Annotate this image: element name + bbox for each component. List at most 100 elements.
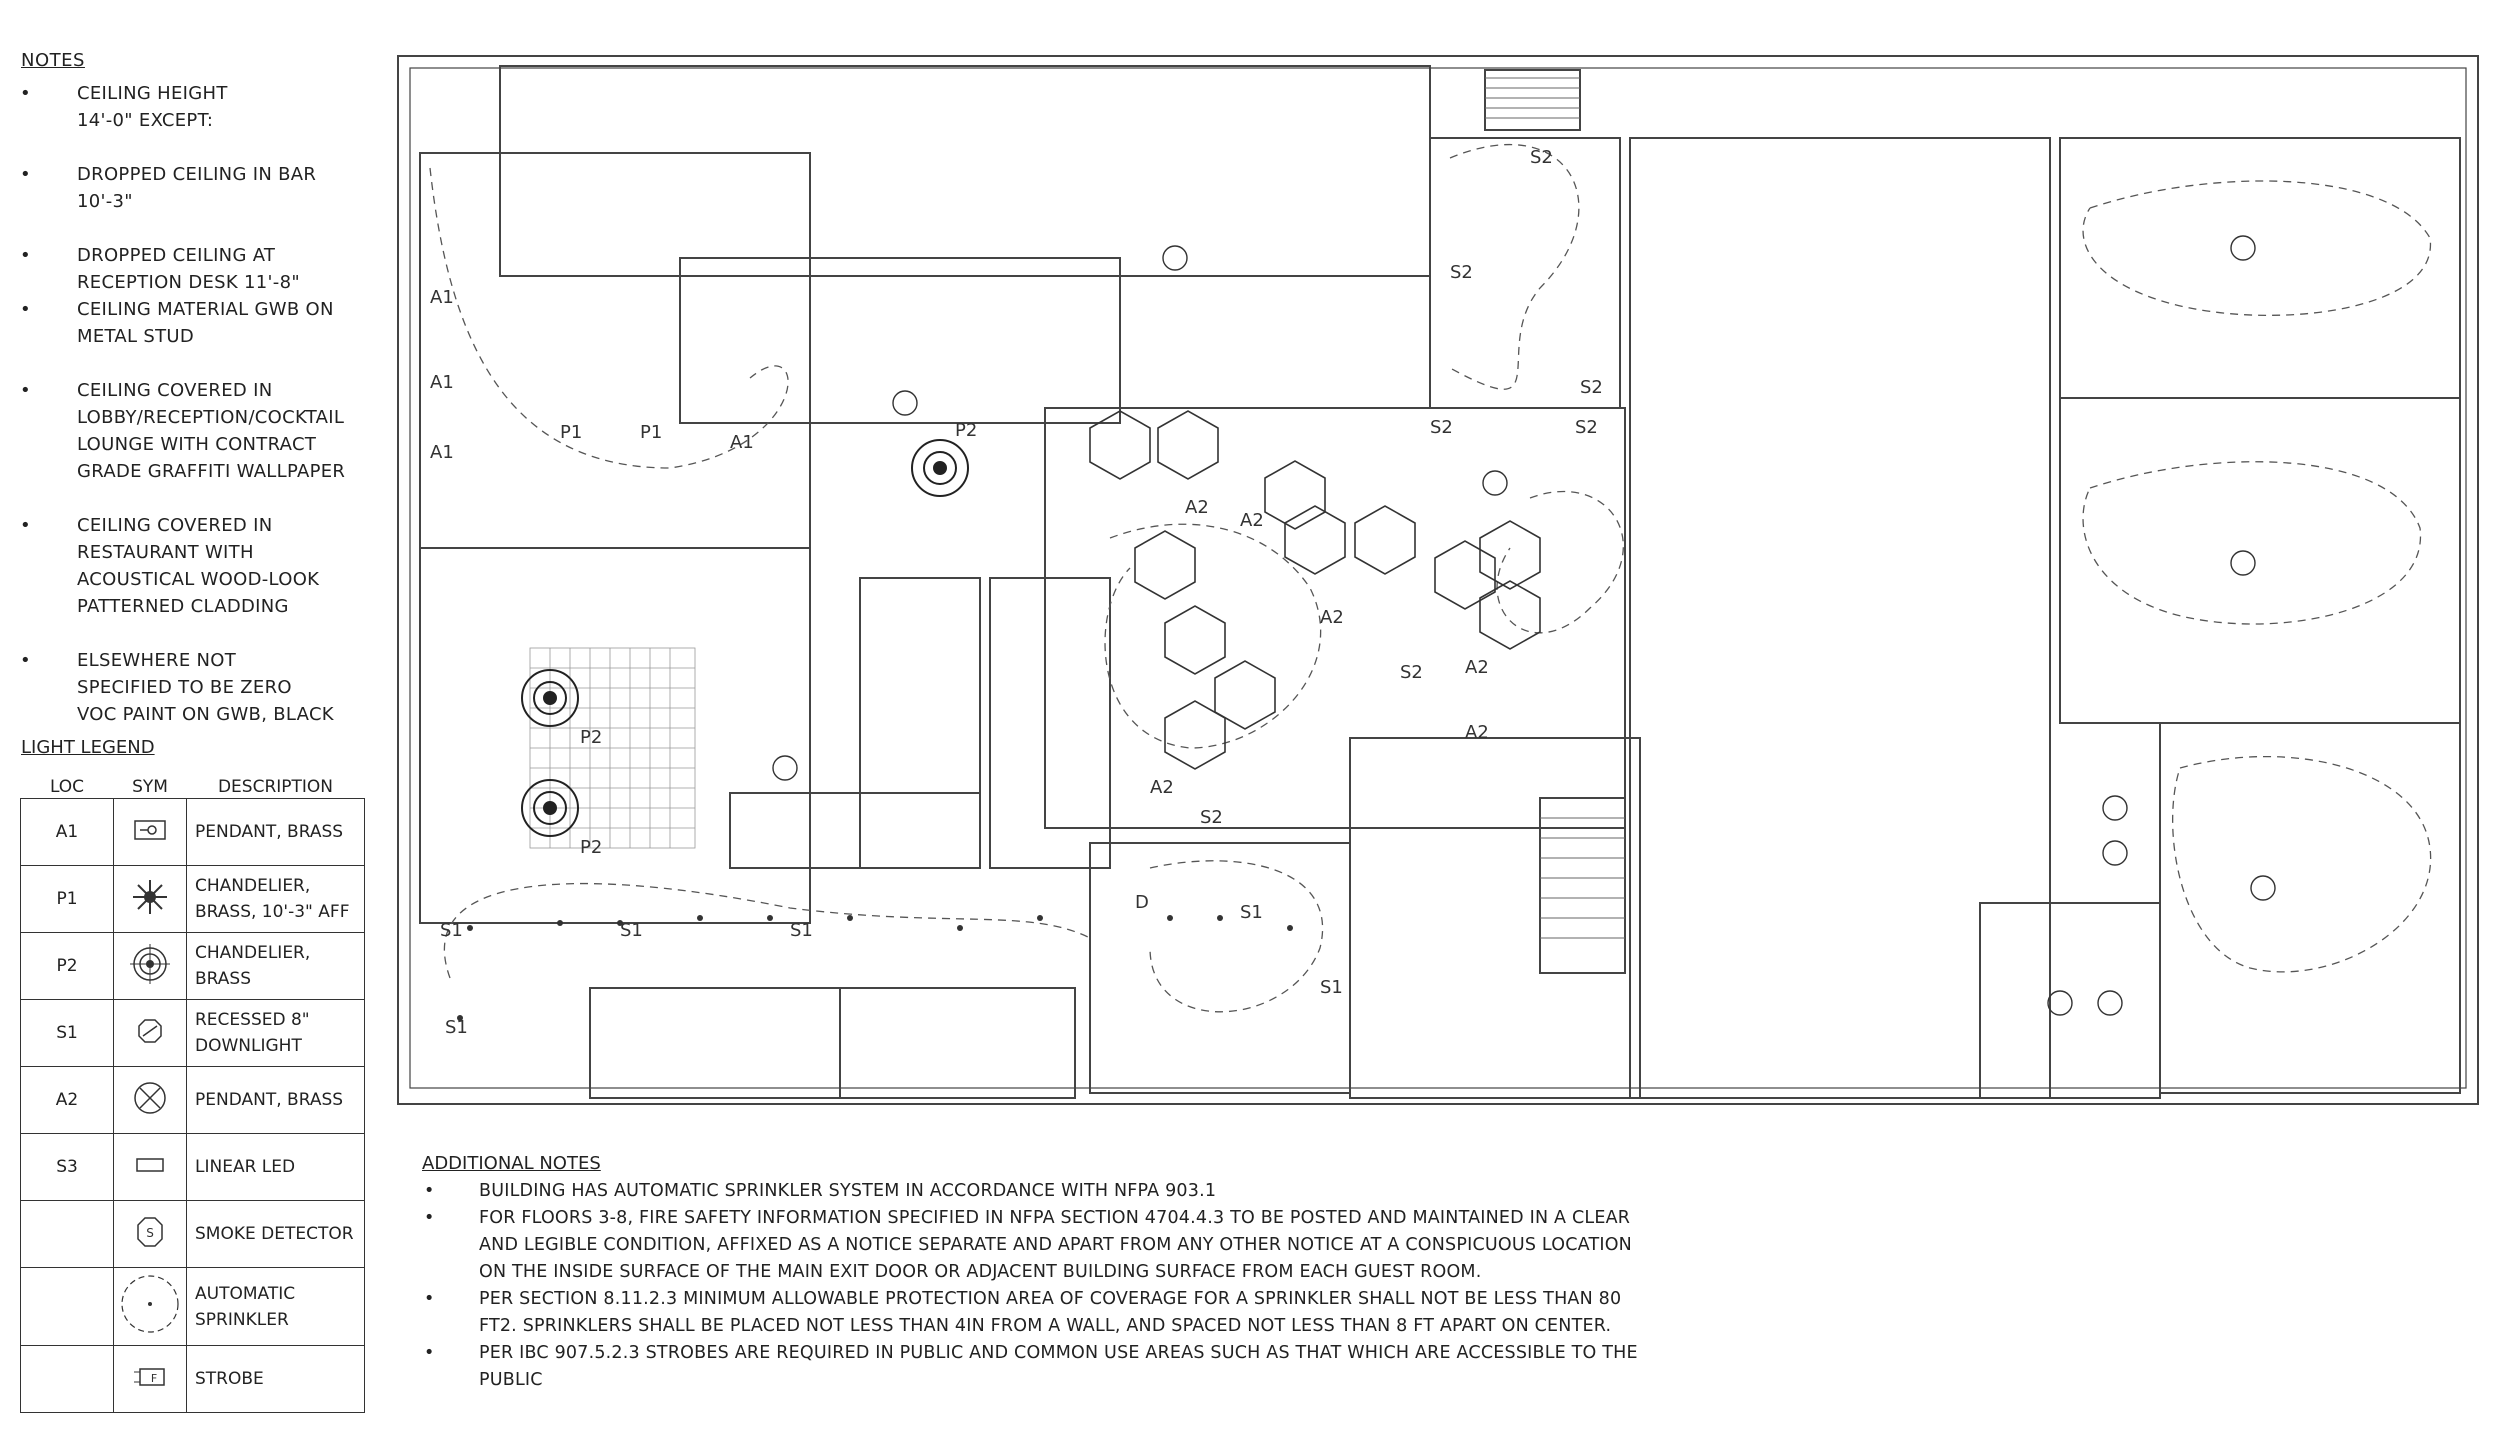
stair-lower [1539,797,1626,974]
label-p1: P1 [560,422,582,443]
note-item: DROPPED CEILING IN BAR 10'-3" [0,161,317,215]
legend-desc: STROBE [186,1345,365,1413]
room-suite-restroom [1979,902,2161,1099]
label-s1: S1 [790,920,813,941]
note-item: DROPPED CEILING AT RECEPTION DESK 11'-8" [0,242,322,296]
legend-loc: P1 [20,865,114,933]
additional-note-item: PER SECTION 8.11.2.3 MINIMUM ALLOWABLE P… [422,1286,1662,1340]
label-s1: S1 [620,920,643,941]
linear-led-icon [136,1157,164,1172]
building-outline [397,55,2479,1105]
room-lounge [1044,407,1626,829]
legend-row: S3 LINEAR LED [20,1133,365,1201]
legend-row: F STROBE [20,1345,365,1413]
legend-loc [20,1267,114,1346]
reflected-ceiling-plan: A1 A1 A1 A1 P1 P1 P2 P2 P2 A2 A2 A2 A2 A… [397,55,2479,1105]
legend-row: P1 CHANDELIER, BRASS, 10'-3" AFF [20,865,365,933]
room-office [1089,842,1351,1094]
svg-text:F: F [151,1372,157,1385]
note-item: ELSEWHERE NOT SPECIFIED TO BE ZERO VOC P… [0,647,337,728]
label-a1: A1 [430,442,454,463]
legend-row: A2 PENDANT, BRASS [20,1066,365,1134]
downlight-points [457,915,1293,1021]
legend-desc: AUTOMATIC SPRINKLER [186,1267,365,1346]
room-restaurant [419,547,811,924]
notes-title: NOTES [21,50,85,71]
legend-title: LIGHT LEGEND [21,737,155,758]
legend-loc: A2 [20,1066,114,1134]
note-item: CEILING COVERED IN RESTAURANT WITH ACOUS… [0,512,337,620]
additional-notes-title: ADDITIONAL NOTES [422,1153,601,1174]
label-s2: S2 [1400,662,1423,683]
label-s1: S1 [1320,977,1343,998]
label-s2: S2 [1450,262,1473,283]
svg-text:S: S [146,1226,154,1240]
legend-desc: LINEAR LED [186,1133,365,1201]
legend-desc: CHANDELIER, BRASS [186,932,365,1000]
room-vip [1429,137,1621,409]
label-p1: P1 [640,422,662,443]
legend-header-desc: DESCRIPTION [217,777,334,797]
building-inner-wall [409,67,2467,1089]
legend-desc: RECESSED 8" DOWNLIGHT [186,999,365,1067]
additional-note-item: FOR FLOORS 3-8, FIRE SAFETY INFORMATION … [422,1205,1662,1286]
room-bar [419,152,811,549]
room-kitchen [729,792,981,869]
additional-notes-list: BUILDING HAS AUTOMATIC SPRINKLER SYSTEM … [422,1178,1662,1394]
room-back-bar [499,65,1431,277]
label-s2: S2 [1530,147,1553,168]
strobe-icon: F [134,1367,165,1386]
note-item: CEILING HEIGHT 14'-0" EXCEPT: [0,80,287,134]
room-service [1349,737,1641,1099]
additional-note-item: BUILDING HAS AUTOMATIC SPRINKLER SYSTEM … [422,1178,1662,1205]
legend-loc: S1 [20,999,114,1067]
legend-loc: S3 [20,1133,114,1201]
note-item: CEILING MATERIAL GWB ON METAL STUD [0,296,342,350]
room-corridor-right [1629,137,2051,1099]
label-a2: A2 [1465,657,1489,678]
chandelier-ring-icon [130,943,170,984]
pendant-x-circle-icon [134,1081,166,1114]
label-d: D [1135,892,1149,913]
automatic-sprinkler-icon [121,1275,179,1333]
legend-row: S SMOKE DETECTOR [20,1200,365,1268]
label-p2: P2 [580,727,602,748]
additional-note-item: PER IBC 907.5.2.3 STROBES ARE REQUIRED I… [422,1340,1662,1394]
notes-list: CEILING HEIGHT 14'-0" EXCEPT: DROPPED CE… [0,80,380,755]
legend-desc: CHANDELIER, BRASS, 10'-3" AFF [186,865,365,933]
room-bottom-left-1 [589,987,841,1099]
recessed-downlight-icon [138,1018,162,1043]
legend-desc: SMOKE DETECTOR [186,1200,365,1268]
label-p2: P2 [955,420,977,441]
label-s1: S1 [445,1017,468,1038]
room-bottom-left-2 [839,987,1076,1099]
label-s1: S1 [440,920,463,941]
legend-header-sym: SYM [132,777,168,797]
legend-loc [20,1200,114,1268]
label-s2: S2 [1580,377,1603,398]
chandelier-p2 [521,439,969,837]
legend-desc: PENDANT, BRASS [186,798,365,866]
stair-treads [1485,77,1625,939]
legend-header-loc: LOC [49,777,85,797]
stair-top [1484,69,1581,131]
smoke-detector-icon: S [137,1216,163,1247]
room-suite-b [2059,397,2461,724]
label-a1: A1 [430,287,454,308]
label-s2: S2 [1575,417,1598,438]
pendant-box-icon [134,819,166,840]
room-restroom-right [989,577,1111,869]
label-a2: A2 [1240,510,1264,531]
room-suite-a [2059,137,2461,399]
legend-desc: PENDANT, BRASS [186,1066,365,1134]
smoke-detectors [772,235,2276,1016]
room-reception [679,257,1121,424]
legend-row: AUTOMATIC SPRINKLER [20,1267,365,1346]
light-legend-table: LOC SYM DESCRIPTION A1 PENDANT, BRASS P1… [20,776,365,1413]
legend-loc: A1 [20,798,114,866]
label-a2: A2 [1185,497,1209,518]
label-a2: A2 [1465,722,1489,743]
label-s2: S2 [1200,807,1223,828]
label-s2: S2 [1430,417,1453,438]
legend-row: S1 RECESSED 8" DOWNLIGHT [20,999,365,1067]
